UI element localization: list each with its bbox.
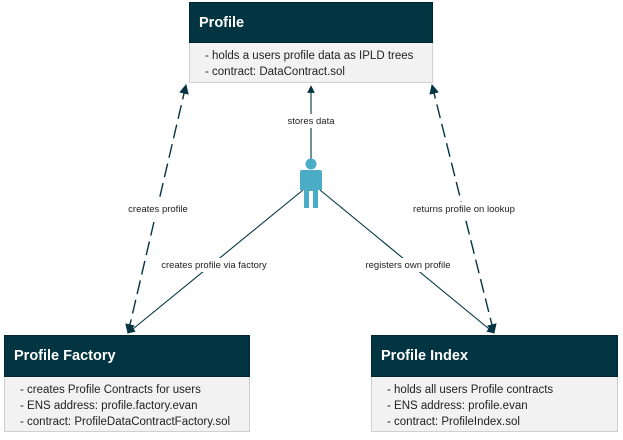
svg-text:returns profile on lookup: returns profile on lookup xyxy=(413,204,515,215)
list-item: - ENS address: profile.factory.evan xyxy=(20,400,198,412)
list-item: - holds all users Profile contracts xyxy=(387,384,554,396)
svg-text:stores data: stores data xyxy=(288,116,336,127)
profile-factory-node-title: Profile Factory xyxy=(4,335,250,377)
list-item: - contract: DataContract.sol xyxy=(205,66,345,78)
svg-text:creates profile: creates profile xyxy=(128,204,188,215)
profile-index-node-details: - holds all users Profile contracts - EN… xyxy=(371,377,618,432)
list-item: - ENS address: profile.evan xyxy=(387,400,528,412)
svg-text:registers own profile: registers own profile xyxy=(365,260,450,271)
label-registers-own: registers own profile xyxy=(358,258,458,272)
profile-factory-node-details: - creates Profile Contracts for users - … xyxy=(4,377,250,432)
user-icon xyxy=(300,158,322,208)
svg-text:creates profile via factory: creates profile via factory xyxy=(161,260,267,271)
label-creates-via-factory: creates profile via factory xyxy=(154,258,274,272)
list-item: - creates Profile Contracts for users xyxy=(20,384,201,396)
profile-node[interactable]: Profile - holds a users profile data as … xyxy=(189,2,433,83)
list-item: - holds a users profile data as IPLD tre… xyxy=(205,50,414,62)
profile-node-details: - holds a users profile data as IPLD tre… xyxy=(189,43,433,83)
label-creates-profile: creates profile xyxy=(124,202,194,216)
label-returns-profile: returns profile on lookup xyxy=(406,202,522,216)
profile-index-node-title: Profile Index xyxy=(371,335,618,377)
list-item: - contract: ProfileDataContractFactory.s… xyxy=(20,416,231,428)
label-stores-data: stores data xyxy=(281,114,341,128)
profile-node-title: Profile xyxy=(189,2,433,43)
profile-index-node[interactable]: Profile Index - holds all users Profile … xyxy=(371,335,618,432)
profile-factory-node[interactable]: Profile Factory - creates Profile Contra… xyxy=(4,335,250,432)
list-item: - contract: ProfileIndex.sol xyxy=(387,416,520,428)
